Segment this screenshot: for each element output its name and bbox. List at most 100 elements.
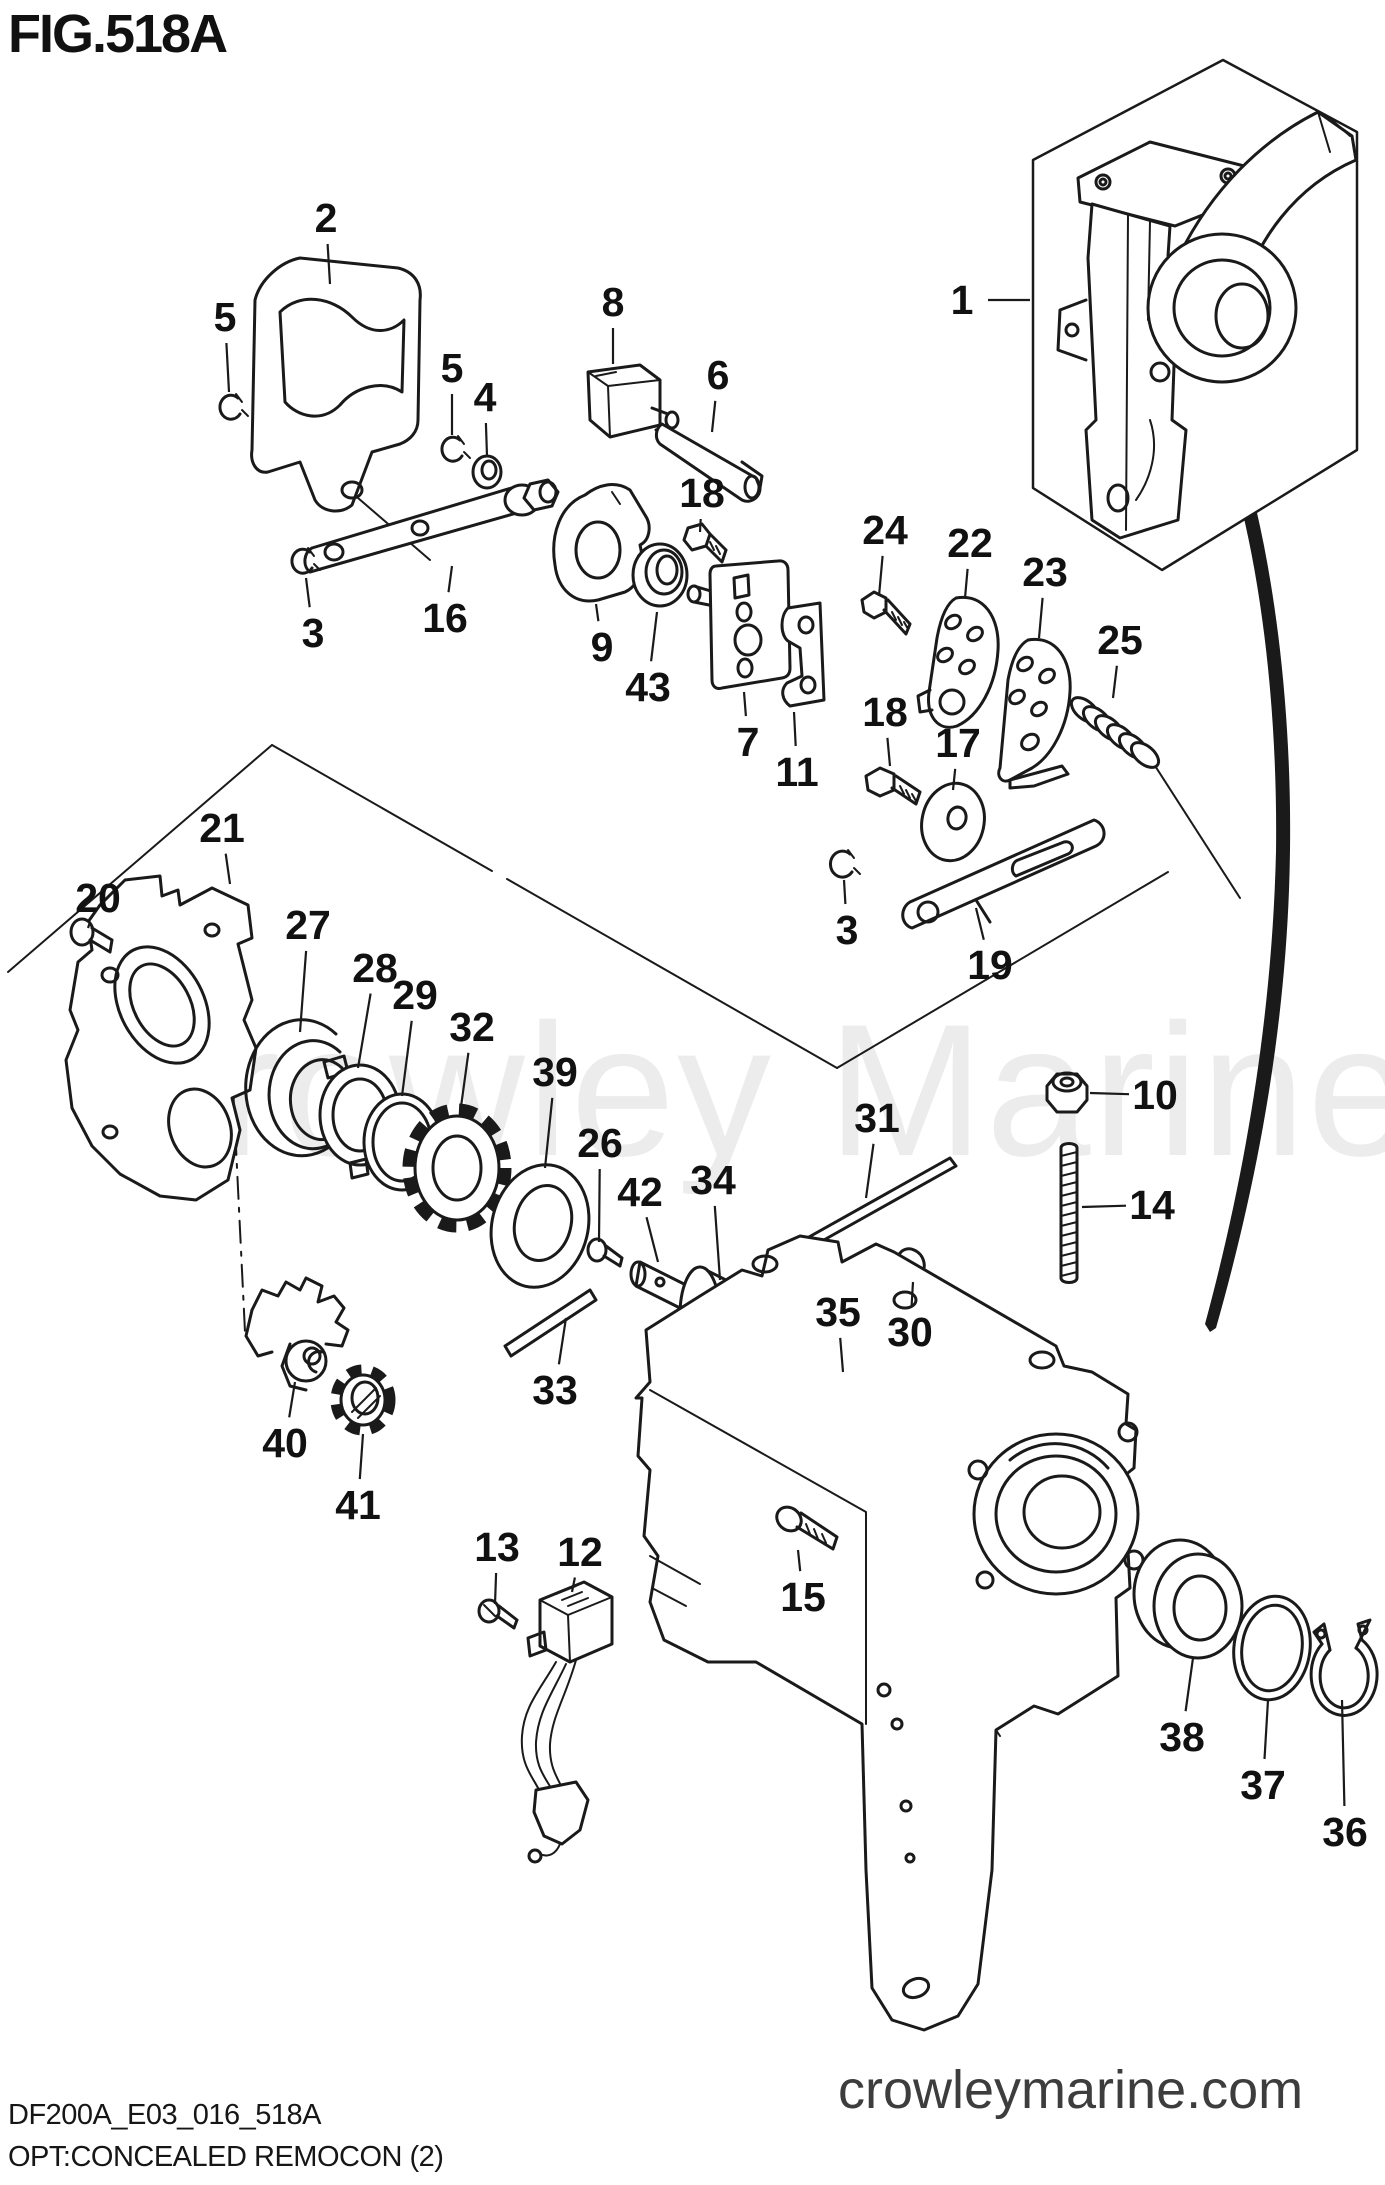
leader-line-14 — [1081, 1204, 1127, 1209]
part-label-23: 23 — [1022, 549, 1068, 595]
part-label-16: 16 — [422, 595, 468, 641]
part-label-33: 33 — [532, 1367, 578, 1413]
part-13-screw — [477, 1598, 519, 1630]
part-20-screw — [69, 917, 114, 954]
leader-line-32 — [458, 1052, 470, 1115]
part-10-nut — [1045, 1071, 1089, 1114]
part-label-18: 18 — [679, 470, 725, 516]
part-label-39: 39 — [532, 1049, 578, 1095]
leader-line-11 — [792, 711, 797, 747]
leader-line-30 — [910, 1281, 915, 1307]
part-label-43: 43 — [625, 664, 671, 710]
part-label-10: 10 — [1132, 1072, 1178, 1118]
leader-line-22 — [963, 568, 969, 599]
leader-line-34 — [713, 1205, 722, 1281]
leader-line-42 — [645, 1216, 660, 1263]
leader-line-12 — [570, 1577, 576, 1593]
leader-line-15 — [796, 1549, 802, 1572]
part-5-snap-ring-b — [440, 435, 471, 463]
part-43-bushing — [631, 542, 689, 608]
part-label-31: 31 — [854, 1095, 900, 1141]
part-label-38: 38 — [1159, 1714, 1205, 1760]
part-label-12: 12 — [557, 1529, 603, 1575]
leader-line-39 — [543, 1097, 554, 1169]
part-18-bolt-a — [682, 522, 728, 564]
leader-line-17 — [951, 768, 957, 791]
leader-line-6 — [710, 400, 717, 433]
part-label-34: 34 — [690, 1157, 736, 1203]
option-note: OPT:CONCEALED REMOCON (2) — [8, 2141, 443, 2173]
part-37-washer — [1232, 1594, 1312, 1702]
leader-line-28 — [356, 993, 372, 1069]
leader-line-43 — [650, 611, 659, 662]
part-label-13: 13 — [474, 1524, 520, 1570]
part-18-bolt-b — [864, 766, 922, 806]
site-watermark: crowleymarine.com — [838, 2060, 1303, 2120]
remote-control-unit — [1056, 110, 1358, 540]
part-label-41: 41 — [335, 1482, 381, 1528]
leader-line-5 — [225, 342, 231, 393]
part-label-4: 4 — [474, 374, 497, 420]
drawing-code: DF200A_E03_016_518A — [8, 2099, 322, 2131]
part-label-17: 17 — [935, 720, 981, 766]
part-label-11: 11 — [775, 749, 818, 795]
assembly-plane-lines — [7, 744, 1241, 1333]
part-label-36: 36 — [1322, 1809, 1368, 1855]
part-label-18: 18 — [862, 689, 908, 735]
leader-line-18 — [698, 518, 702, 533]
part-22-cam — [916, 595, 1000, 729]
part-15-screw — [775, 1505, 839, 1551]
leader-line-9 — [594, 603, 600, 622]
leader-line-41 — [358, 1433, 365, 1480]
part-26-screw — [586, 1237, 624, 1268]
leader-line-27 — [298, 950, 308, 1033]
part-5-snap-ring-a — [218, 393, 249, 421]
leader-line-33 — [557, 1317, 568, 1365]
leader-line-10 — [1089, 1091, 1130, 1096]
part-14-threaded-stud — [1059, 1142, 1079, 1284]
part-label-21: 21 — [199, 805, 245, 851]
part-label-25: 25 — [1097, 617, 1143, 663]
part-23-cam — [997, 637, 1072, 790]
part-17-washer — [920, 781, 986, 863]
leader-line-7 — [742, 691, 747, 717]
part-label-8: 8 — [602, 279, 625, 325]
leader-line-25 — [1111, 665, 1118, 699]
part-label-1: 1 — [951, 277, 974, 323]
leader-line-2 — [326, 243, 332, 285]
part-label-32: 32 — [449, 1004, 495, 1050]
part-40-latch — [244, 1276, 350, 1392]
part-label-28: 28 — [352, 945, 398, 991]
part-label-5: 5 — [214, 294, 237, 340]
part-16-lever — [303, 478, 560, 574]
part-33-rod — [503, 1288, 598, 1358]
part-label-2: 2 — [315, 195, 338, 241]
part-label-42: 42 — [617, 1169, 663, 1215]
part-label-30: 30 — [887, 1309, 933, 1355]
leader-line-16 — [447, 565, 454, 593]
part-label-40: 40 — [262, 1420, 308, 1466]
part-label-3: 3 — [836, 907, 859, 953]
part-3-snap-ring-b — [828, 849, 861, 879]
part-8-switch — [586, 363, 680, 439]
part-label-29: 29 — [392, 972, 438, 1018]
leader-line-24 — [877, 555, 884, 597]
housing-bracket — [634, 1234, 1145, 2032]
part-12-buzzer — [520, 1580, 614, 1864]
leader-line-35 — [839, 1337, 845, 1373]
part-39-washer — [489, 1163, 591, 1289]
part-label-3: 3 — [302, 610, 325, 656]
leader-line-3 — [842, 879, 847, 905]
part-11-bracket — [780, 601, 826, 708]
part-label-9: 9 — [591, 624, 614, 670]
part-4-washer — [471, 454, 503, 490]
leader-line-40 — [288, 1381, 297, 1418]
part-19-link — [901, 818, 1106, 930]
leader-line-20 — [86, 922, 91, 929]
part-7-plate — [686, 559, 792, 690]
part-label-20: 20 — [75, 875, 121, 921]
leader-line-37 — [1263, 1699, 1270, 1760]
part-38-seal — [1132, 1538, 1244, 1660]
